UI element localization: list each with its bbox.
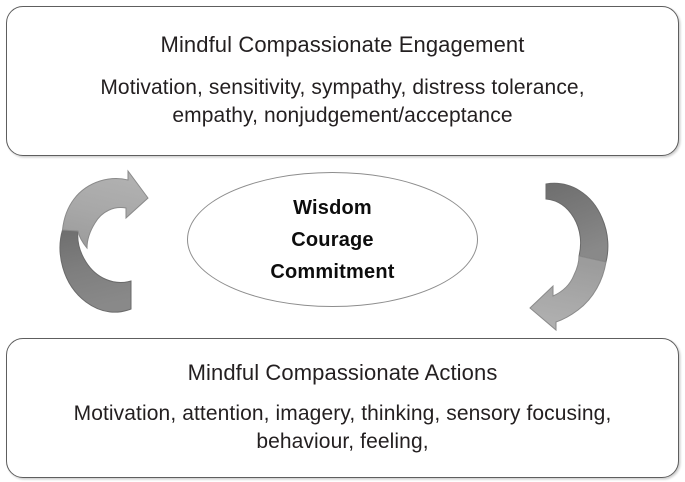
core-ellipse: Wisdom Courage Commitment <box>187 172 478 307</box>
arrow-left-lower-band <box>59 229 132 313</box>
engagement-box: Mindful Compassionate Engagement Motivat… <box>6 6 679 156</box>
arrow-right-upper-band <box>545 182 609 263</box>
actions-box-title: Mindful Compassionate Actions <box>187 360 498 386</box>
arrow-right-lower-band-with-head <box>529 255 607 332</box>
actions-box: Mindful Compassionate Actions Motivation… <box>6 338 679 478</box>
engagement-box-body: Motivation, sensitivity, sympathy, distr… <box>100 74 584 129</box>
core-word-commitment: Commitment <box>270 260 395 283</box>
engagement-body-line-1: Motivation, sensitivity, sympathy, distr… <box>100 76 585 100</box>
core-word-wisdom: Wisdom <box>293 196 372 219</box>
core-word-courage: Courage <box>291 228 374 251</box>
arrow-left-upper-band-with-head <box>61 169 149 250</box>
curved-arrow-down-left-icon <box>529 182 609 332</box>
engagement-body-line-2: empathy, nonjudgement/acceptance <box>172 104 513 128</box>
actions-box-body: Motivation, attention, imagery, thinking… <box>74 400 612 455</box>
actions-body-line-1: Motivation, attention, imagery, thinking… <box>73 402 612 426</box>
actions-body-line-2: behaviour, feeling, <box>256 430 429 454</box>
curved-arrow-up-right-icon <box>59 169 149 313</box>
engagement-box-title: Mindful Compassionate Engagement <box>160 32 525 58</box>
